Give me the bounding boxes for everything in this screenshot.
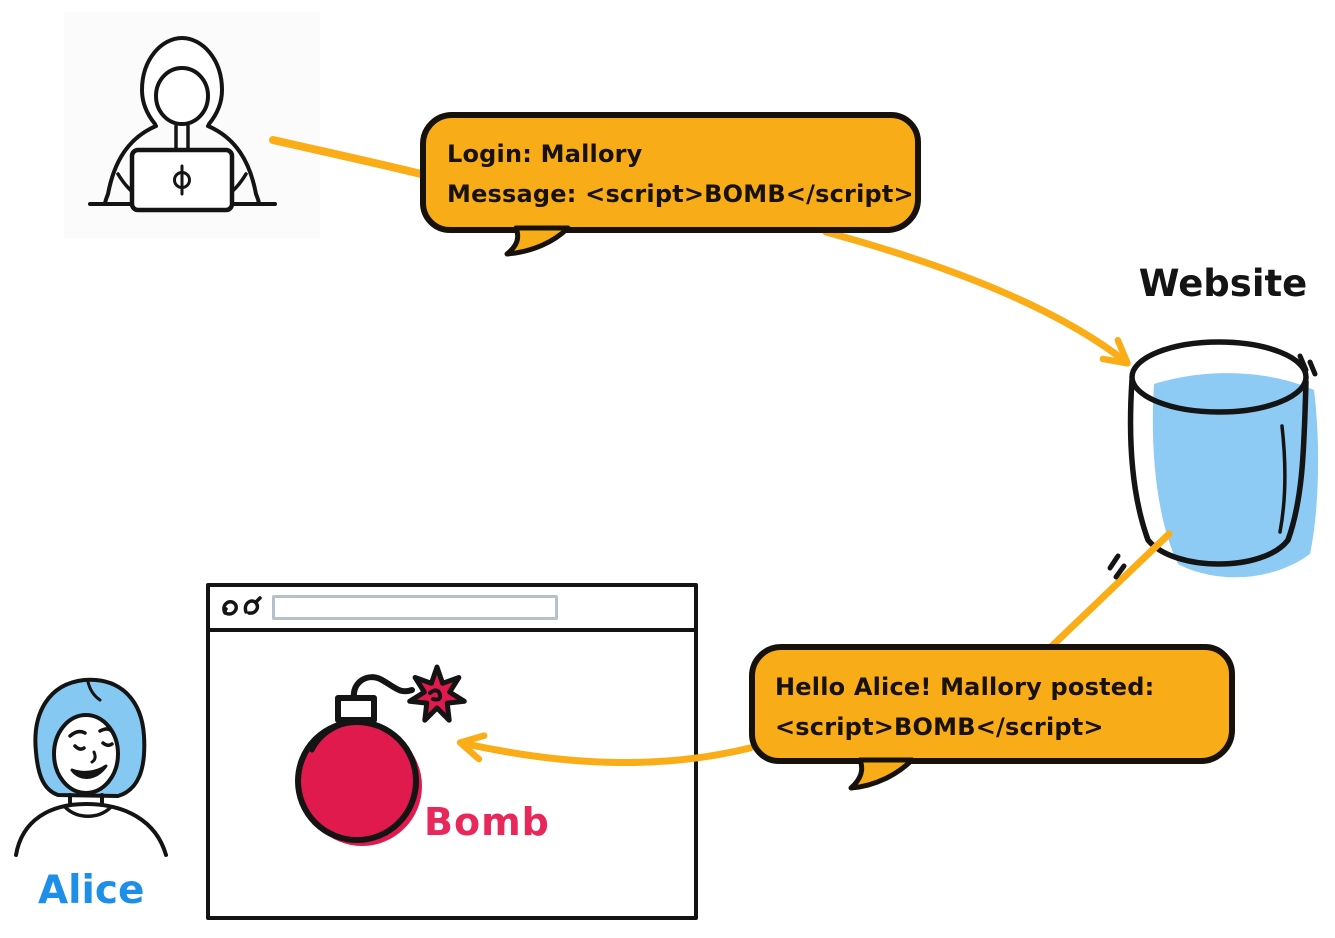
arrow-message-to-website xyxy=(822,228,1131,367)
hacker-body xyxy=(103,124,158,206)
website-response-bubble: Hello Alice! Mallory posted: <script>BOM… xyxy=(749,644,1235,764)
hood-drawstrings xyxy=(174,124,190,150)
browser-toolbar xyxy=(210,587,694,632)
alice-collar xyxy=(64,806,112,818)
database-icon xyxy=(1127,339,1319,578)
database-outline xyxy=(1127,377,1309,567)
hacker-illustration xyxy=(88,36,277,213)
fuse-spark xyxy=(407,664,467,723)
alice-nose xyxy=(90,750,97,764)
bomb-cap xyxy=(335,695,377,723)
bomb-fuse xyxy=(350,674,415,701)
response-message-line-1: Hello Alice! Mallory posted: xyxy=(775,673,1155,701)
website-label: Website xyxy=(1138,262,1308,305)
browser-buttons-scribble-icon xyxy=(222,595,262,616)
attacker-message-line-1: Login: Mallory xyxy=(447,140,643,168)
alice-illustration xyxy=(14,677,168,857)
database-top xyxy=(1129,339,1309,415)
alice-eyes xyxy=(73,741,114,751)
browser-content: Bomb xyxy=(210,632,694,916)
alice-label: Alice xyxy=(38,868,145,913)
bubble-tail xyxy=(848,757,915,791)
hacker-face xyxy=(154,66,210,126)
bomb-icon xyxy=(295,664,467,846)
address-bar xyxy=(272,595,558,620)
alice-smile xyxy=(70,764,108,779)
alice-eyebrows xyxy=(68,727,115,738)
alice-shoulders xyxy=(14,802,168,857)
browser-window: Bomb xyxy=(206,583,698,920)
database-fill xyxy=(1152,373,1319,578)
bubble-tail xyxy=(504,225,571,257)
alice-face xyxy=(52,713,120,795)
attacker-message-line-2: Message: <script>BOMB</script> xyxy=(447,180,914,208)
response-message-line-2: <script>BOMB</script> xyxy=(775,713,1104,741)
bomb-label: Bomb xyxy=(424,800,550,844)
attacker-message-bubble: Login: Mallory Message: <script>BOMB</sc… xyxy=(420,112,921,233)
